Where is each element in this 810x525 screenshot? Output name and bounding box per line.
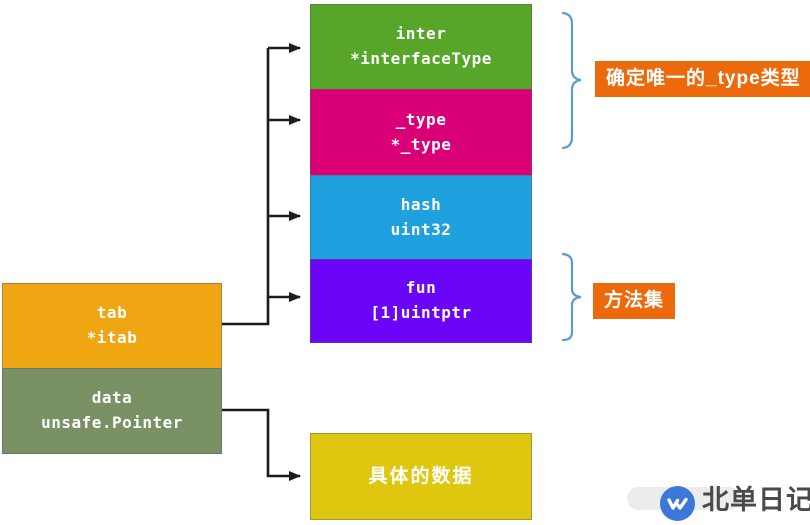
field-type: [1]uintptr bbox=[370, 303, 472, 322]
field-type: unsafe.Pointer bbox=[41, 413, 183, 432]
brace-method-set bbox=[561, 252, 582, 342]
method-set-annotation-tag: 方法集 bbox=[593, 283, 676, 319]
concrete-data-box: 具体的数据 bbox=[310, 433, 532, 520]
itab-field-type: _type *_type bbox=[310, 89, 532, 176]
field-name: data bbox=[91, 388, 133, 408]
concrete-data-label: 具体的数据 bbox=[368, 465, 474, 487]
field-name: _type bbox=[395, 109, 447, 129]
tab-connector-trunk bbox=[221, 48, 270, 326]
field-name: inter bbox=[395, 24, 447, 44]
itab-field-fun: fun [1]uintptr bbox=[310, 259, 532, 343]
iface-field-tab: tab *itab bbox=[2, 283, 222, 369]
field-name: fun bbox=[405, 278, 437, 298]
field-type: uint32 bbox=[390, 219, 452, 239]
field-type: *itab bbox=[86, 328, 138, 347]
iface-field-data: data unsafe.Pointer bbox=[2, 368, 222, 454]
itab-field-hash: hash uint32 bbox=[310, 175, 532, 260]
watermark-logo-icon bbox=[660, 486, 695, 521]
brace-type-note bbox=[561, 11, 582, 150]
w-logo-icon bbox=[667, 497, 688, 510]
annotation-braces bbox=[561, 11, 582, 342]
field-name: hash bbox=[400, 194, 442, 214]
arrow-data-to-concrete bbox=[221, 408, 301, 481]
field-type: *_type bbox=[390, 134, 452, 154]
field-name: tab bbox=[96, 303, 128, 323]
type-annotation-tag: 确定唯一的_type类型 bbox=[595, 61, 810, 97]
watermark-text: 北单日记 bbox=[702, 485, 810, 515]
field-type: *interfaceType bbox=[350, 49, 492, 68]
itab-field-inter: inter *interfaceType bbox=[310, 4, 532, 90]
tab-to-itab-connectors bbox=[221, 43, 301, 481]
